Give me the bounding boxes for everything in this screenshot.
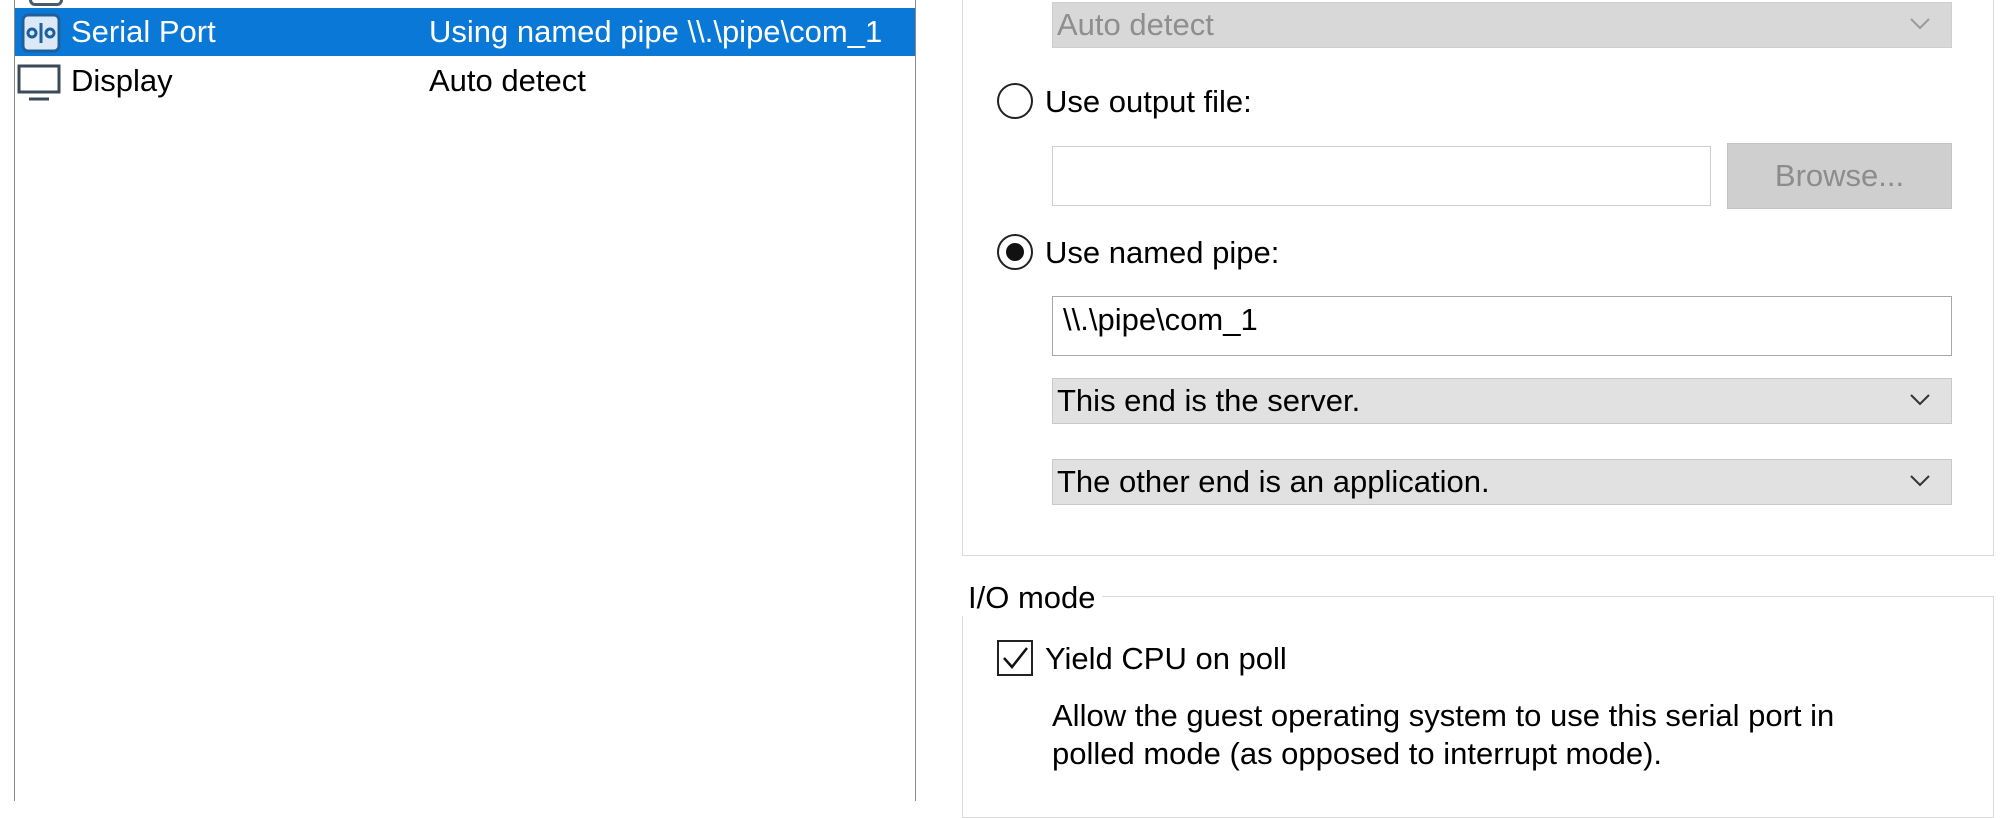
io-mode-title: I/O mode bbox=[962, 580, 1102, 616]
chevron-down-icon bbox=[1910, 475, 1930, 487]
io-mode-description-line1: Allow the guest operating system to use … bbox=[1052, 698, 1835, 733]
device-name: Serial Port bbox=[71, 14, 216, 49]
output-file-input[interactable] bbox=[1052, 146, 1711, 206]
use-named-pipe-radio[interactable] bbox=[997, 234, 1033, 270]
chevron-down-icon bbox=[1910, 18, 1930, 30]
device-name: Display bbox=[71, 63, 173, 98]
device-summary: Using named pipe \\.\pipe\com_1 bbox=[429, 14, 883, 49]
pipe-end-value: This end is the server. bbox=[1057, 383, 1361, 418]
io-mode-group bbox=[962, 596, 1994, 818]
device-summary: Auto detect bbox=[429, 63, 586, 98]
auto-detect-select: Auto detect bbox=[1052, 2, 1952, 48]
io-mode-description-line2: polled mode (as opposed to interrupt mod… bbox=[1052, 736, 1663, 771]
serial-port-icon bbox=[21, 13, 61, 53]
monitor-icon bbox=[17, 64, 61, 101]
other-end-value: The other end is an application. bbox=[1057, 464, 1490, 499]
yield-cpu-checkbox[interactable] bbox=[997, 640, 1033, 676]
yield-cpu-label: Yield CPU on poll bbox=[1045, 641, 1287, 676]
named-pipe-input[interactable]: \\.\pipe\com_1 bbox=[1052, 296, 1952, 356]
chevron-down-icon bbox=[1910, 394, 1930, 406]
list-item-partial[interactable] bbox=[29, 0, 63, 6]
list-item-display[interactable]: Display Auto detect bbox=[15, 57, 915, 105]
browse-button[interactable]: Browse... bbox=[1727, 143, 1952, 209]
list-item-serial-port[interactable]: Serial Port Using named pipe \\.\pipe\co… bbox=[15, 8, 915, 56]
pipe-end-select[interactable]: This end is the server. bbox=[1052, 378, 1952, 424]
use-named-pipe-label: Use named pipe: bbox=[1045, 235, 1280, 270]
other-end-select[interactable]: The other end is an application. bbox=[1052, 459, 1952, 505]
auto-detect-value: Auto detect bbox=[1057, 7, 1214, 42]
use-output-file-radio[interactable] bbox=[997, 83, 1033, 119]
device-list[interactable]: Serial Port Using named pipe \\.\pipe\co… bbox=[14, 0, 916, 801]
use-output-file-label: Use output file: bbox=[1045, 84, 1252, 119]
checkmark-icon bbox=[1003, 647, 1028, 669]
